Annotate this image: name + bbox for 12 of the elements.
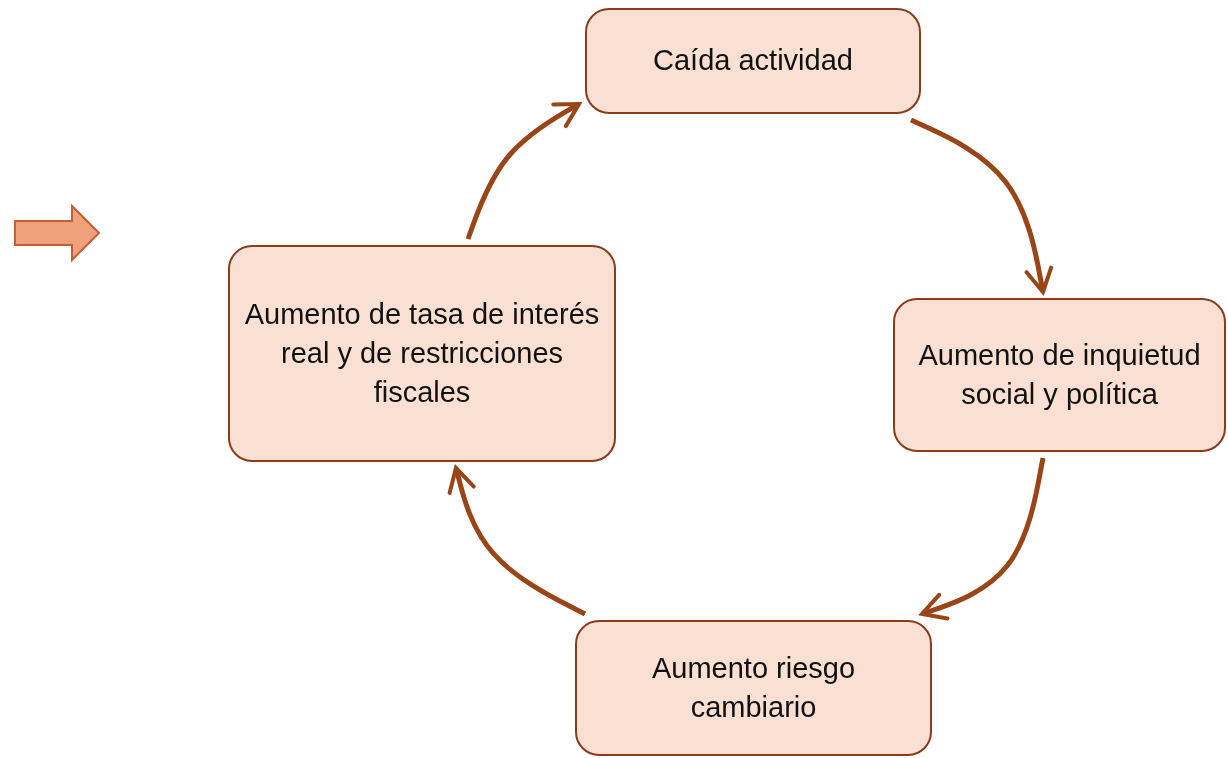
box-label: Aumento de tasa de interés real y de restricciones fiscales bbox=[243, 296, 601, 411]
curved-arrow bbox=[920, 457, 1046, 621]
process-box bbox=[228, 245, 616, 462]
curved-arrow bbox=[447, 466, 587, 617]
process-box bbox=[575, 620, 932, 756]
curved-arrow bbox=[465, 101, 581, 240]
box-label: Aumento de inquietud social y política bbox=[917, 337, 1202, 412]
process-box bbox=[893, 298, 1226, 452]
box-label: Aumento riesgo cambiario bbox=[650, 650, 857, 725]
curved-arrow bbox=[909, 117, 1054, 294]
process-box bbox=[585, 8, 921, 114]
box-label: Caída actividad bbox=[653, 43, 853, 79]
